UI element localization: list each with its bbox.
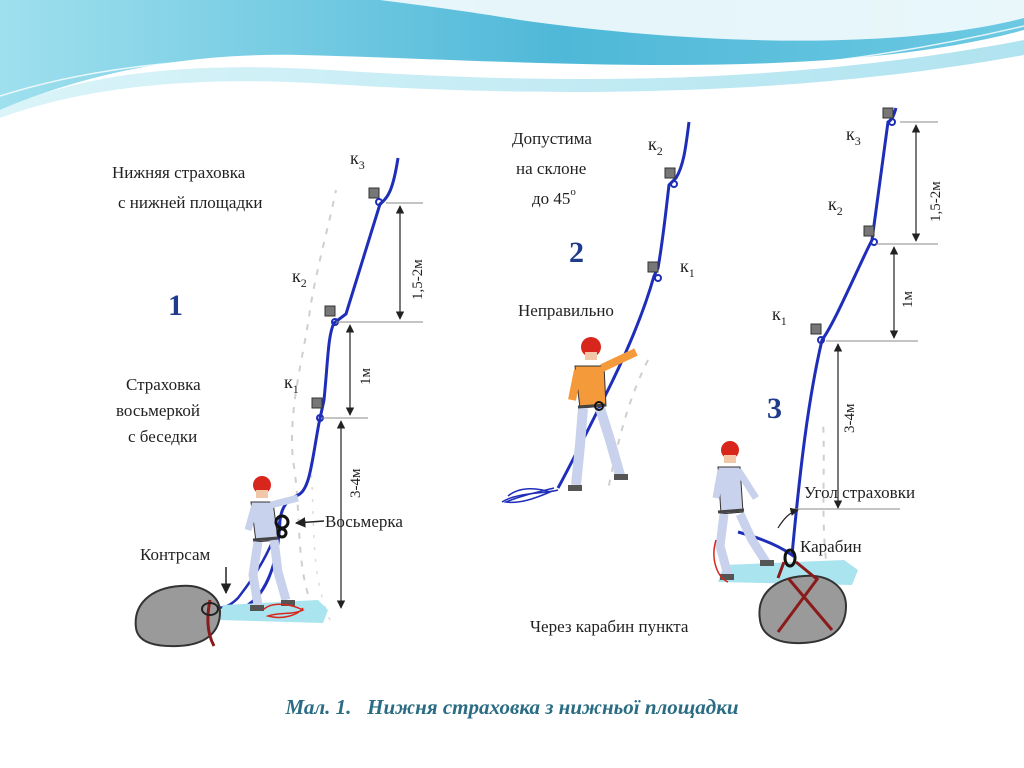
belay-diagram: к3 к2 к1 1,5-2м 1м 3-4м — [88, 100, 958, 666]
panel-1-k2-label: к2 — [292, 266, 307, 290]
panel-2-climber — [568, 337, 638, 491]
panel-1-belay-line2: восьмеркой — [116, 401, 200, 420]
panel-3-dist-ground-k1: 3-4м — [842, 403, 858, 433]
panel-3-dist-k1-k2: 1м — [900, 291, 916, 309]
panel-3-number: 3 — [767, 392, 782, 425]
panel-3-rock — [758, 574, 848, 645]
panel-1-belay-line3: с беседки — [128, 427, 197, 446]
background-waves — [0, 0, 1024, 118]
panel-1-number: 1 — [168, 289, 183, 322]
panel-1-k3-label: к3 — [350, 148, 365, 172]
anchor-k3-icon — [368, 187, 383, 206]
panel-1-dist-k2-k3: 1,5-2м — [410, 259, 426, 300]
caption-text: Нижня страховка з нижньої площадки — [367, 695, 739, 719]
panel-2-note-line2: на склоне — [516, 159, 586, 178]
panel-3-k2-label: к2 — [828, 194, 843, 218]
panel-2-rope — [556, 121, 691, 489]
panel-3-k3-label: к3 — [846, 124, 861, 148]
panel-1-dist-k1-k2: 1м — [358, 368, 374, 386]
panel-3-dist-k2-k3: 1,5-2м — [928, 181, 944, 222]
panel-2-k1-label: к1 — [680, 256, 695, 280]
panel-3-carabiner-label: Карабин — [800, 537, 862, 556]
panel-1-anchor-label: Контрсам — [140, 545, 211, 564]
panel-1-title-line1: Нижняя страховка — [112, 163, 246, 182]
panel-1-dist-ground-k1: 3-4м — [348, 468, 364, 498]
panel-1: к3 к2 к1 1,5-2м 1м 3-4м — [112, 148, 426, 648]
panel-2: к2 к1 2 Допустима — [501, 121, 695, 504]
panel-3-angle-label: Угол страховки — [804, 483, 915, 502]
figure-caption: Мал. 1. Нижня страховка з нижньої площад… — [0, 695, 1024, 720]
figure-eight-device-icon — [274, 514, 290, 539]
caption-prefix: Мал. 1. — [285, 695, 352, 719]
panel-3-anchor-k3-icon — [882, 107, 896, 126]
panel-3-anchor-k2-icon — [863, 225, 878, 246]
panel-2-anchor-k2-icon — [664, 167, 678, 188]
panel-2-note-line1: Допустима — [512, 129, 592, 148]
panel-2-wrong-label: Неправильно — [518, 301, 614, 320]
panel-2-number: 2 — [569, 236, 584, 269]
panel-1-k1-label: к1 — [284, 372, 299, 396]
panel-2-note-line3: до 45о — [532, 186, 576, 208]
panel-3-through-label: Через карабин пункта — [530, 617, 689, 636]
panel-1-belay-line1: Страховка — [126, 375, 201, 394]
panel-2-k2-label: к2 — [648, 134, 663, 158]
panel-3-carabiner-icon — [783, 548, 797, 568]
panel-2-anchor-k1-icon — [647, 261, 662, 282]
panel-1-climber — [244, 476, 299, 611]
panel-1-rock — [134, 584, 222, 648]
panel-1-device-label: Восьмерка — [325, 512, 403, 531]
panel-3-climber — [712, 441, 774, 580]
panel-3: к3 к2 к1 1,5-2м 1м 3-4м Угол страховки — [530, 107, 944, 645]
panel-1-title-line2: с нижней площадки — [118, 193, 262, 212]
panel-3-k1-label: к1 — [772, 304, 787, 328]
panel-3-anchor-k1-icon — [810, 323, 825, 344]
